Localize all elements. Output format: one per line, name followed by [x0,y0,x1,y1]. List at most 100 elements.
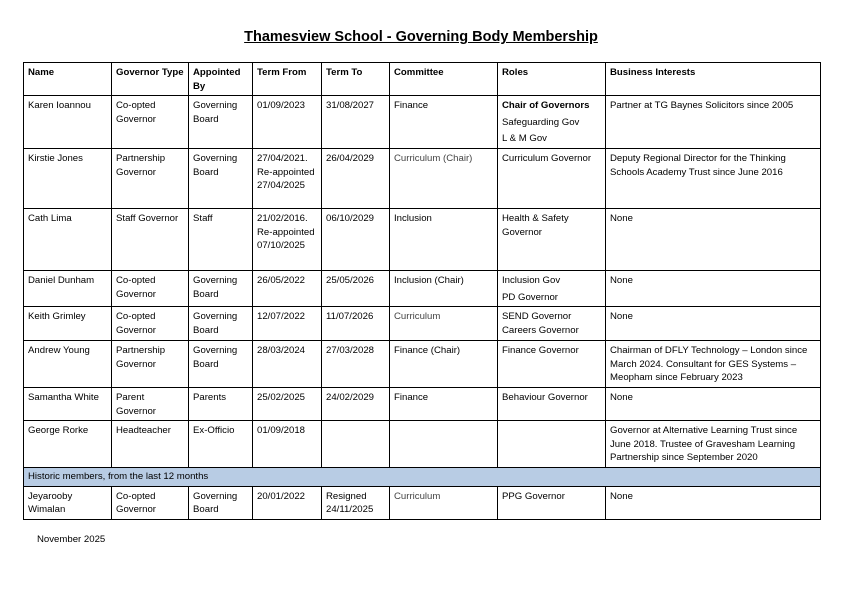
table-row: Cath Lima Staff Governor Staff 21/02/201… [23,208,821,271]
historic-section-label: Historic members, from the last 12 month… [23,466,821,487]
committee-cell: Finance [389,95,498,149]
roles-cell: Curriculum Governor [497,148,606,209]
governor-type-cell: Partnership Governor [111,148,189,209]
column-header: Roles [497,62,606,96]
table-row: Andrew Young Partnership Governor Govern… [23,340,821,388]
governor-type-cell: Co-opted Governor [111,270,189,307]
name-cell: Kirstie Jones [23,148,112,209]
column-header: Term To [321,62,390,96]
governor-type-cell: Co-opted Governor [111,485,189,520]
table-row: George Rorke Headteacher Ex-Officio 01/0… [23,420,821,468]
term-to-cell: 31/08/2027 [321,95,390,149]
roles-cell: PPG Governor [497,485,606,520]
column-header: Appointed By [188,62,253,96]
role-item: SEND Governor [502,311,572,322]
governor-type-cell: Co-opted Governor [111,95,189,149]
business-interests-cell: None [605,306,821,341]
term-from-cell: 01/09/2023 [252,95,322,149]
roles-cell: Chair of Governors Safeguarding Gov L & … [497,95,606,149]
name-cell: Samantha White [23,387,112,421]
footer-date: November 2025 [37,534,106,545]
role-item: Health & Safety Governor [502,213,569,238]
term-from-cell: 21/02/2016. Re-appointed 07/10/2025 [252,208,322,271]
header-row: Name Governor Type Appointed By Term Fro… [23,62,821,96]
table-row: Daniel Dunham Co-opted Governor Governin… [23,270,821,307]
role-item: Chair of Governors [502,100,590,111]
appointed-by-cell: Governing Board [188,270,253,307]
name-cell: George Rorke [23,420,112,468]
role-item: PPG Governor [502,490,565,502]
business-interests-cell: None [605,270,821,307]
column-header: Committee [389,62,498,96]
table-row: Keith Grimley Co-opted Governor Governin… [23,306,821,341]
name-cell: Cath Lima [23,208,112,271]
column-header: Term From [252,62,322,96]
term-to-cell: 24/02/2029 [321,387,390,421]
name-cell: Keith Grimley [23,306,112,341]
term-from-cell: 12/07/2022 [252,306,322,341]
business-interests-cell: Deputy Regional Director for the Thinkin… [605,148,821,209]
appointed-by-cell: Governing Board [188,148,253,209]
term-to-cell [321,420,390,468]
page-title: Thamesview School - Governing Body Membe… [244,29,598,45]
committee-cell: Inclusion [389,208,498,271]
name-cell: Andrew Young [23,340,112,388]
name-cell: Jeyarooby Wimalan [23,485,112,520]
term-to-cell: Resigned 24/11/2025 [321,485,390,520]
committee-cell: Finance (Chair) [389,340,498,388]
term-from-cell: 20/01/2022 [252,485,322,520]
appointed-by-cell: Governing Board [188,306,253,341]
role-item: PD Governor [502,291,558,303]
roles-cell: Behaviour Governor [497,387,606,421]
table-row: Samantha White Parent Governor Parents 2… [23,387,821,421]
term-to-cell: 26/04/2029 [321,148,390,209]
committee-cell: Inclusion (Chair) [389,270,498,307]
appointed-by-cell: Ex-Officio [188,420,253,468]
roles-cell: SEND Governor Careers Governor [497,306,606,341]
governor-type-cell: Headteacher [111,420,189,468]
business-interests-cell: Chairman of DFLY Technology – London sin… [605,340,821,388]
role-item: Careers Governor [502,324,579,336]
committee-cell: Finance [389,387,498,421]
roles-cell: Inclusion Gov PD Governor [497,270,606,307]
governor-type-cell: Partnership Governor [111,340,189,388]
name-cell: Karen Ioannou [23,95,112,149]
appointed-by-cell: Staff [188,208,253,271]
committee-cell [389,420,498,468]
table-row: Jeyarooby Wimalan Co-opted Governor Gove… [23,485,821,520]
historic-section-row: Historic members, from the last 12 month… [23,466,821,487]
appointed-by-cell: Governing Board [188,340,253,388]
role-item: Behaviour Governor [502,392,588,403]
appointed-by-cell: Governing Board [188,485,253,520]
committee-cell: Curriculum [389,485,498,520]
appointed-by-cell: Governing Board [188,95,253,149]
term-from-cell: 28/03/2024 [252,340,322,388]
term-from-cell: 01/09/2018 [252,420,322,468]
governor-type-cell: Co-opted Governor [111,306,189,341]
role-item: L & M Gov [502,133,547,144]
appointed-by-cell: Parents [188,387,253,421]
business-interests-cell: Governor at Alternative Learning Trust s… [605,420,821,468]
term-to-cell: 25/05/2026 [321,270,390,307]
committee-cell: Curriculum (Chair) [389,148,498,209]
term-to-cell: 11/07/2026 [321,306,390,341]
term-from-cell: 25/02/2025 [252,387,322,421]
term-from-cell: 27/04/2021. Re-appointed 27/04/2025 [252,148,322,209]
role-item: Safeguarding Gov [502,116,580,128]
column-header: Governor Type [111,62,189,96]
business-interests-cell: None [605,387,821,421]
roles-cell [497,420,606,468]
name-cell: Daniel Dunham [23,270,112,307]
term-from-cell: 26/05/2022 [252,270,322,307]
roles-cell: Finance Governor [497,340,606,388]
table-row: Kirstie Jones Partnership Governor Gover… [23,148,821,209]
governor-type-cell: Parent Governor [111,387,189,421]
governor-type-cell: Staff Governor [111,208,189,271]
business-interests-cell: None [605,485,821,520]
role-item: Inclusion Gov [502,275,561,286]
role-item: Finance Governor [502,345,579,356]
roles-cell: Health & Safety Governor [497,208,606,271]
term-to-cell: 27/03/2028 [321,340,390,388]
column-header: Name [23,62,112,96]
membership-table: Name Governor Type Appointed By Term Fro… [23,62,821,520]
